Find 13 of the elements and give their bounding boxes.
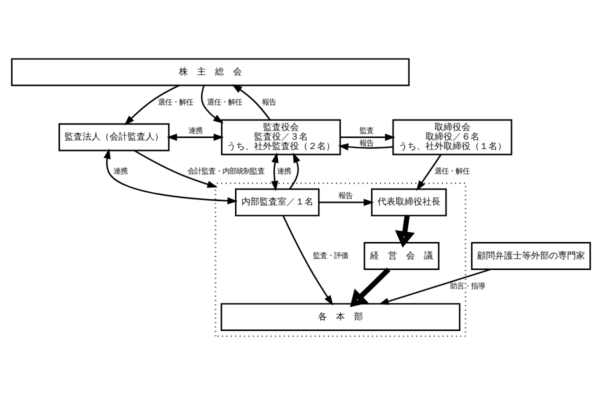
- edge-label: 報告: [262, 98, 276, 107]
- edge-label: 報告: [360, 138, 374, 148]
- edge-label: 会計監査・内部統制監査: [187, 166, 264, 176]
- edge-label: 監査: [360, 126, 374, 135]
- edge-label: 報告: [338, 190, 352, 200]
- edge-label: 助言・指導: [450, 281, 485, 290]
- edge-label: 選任・解任: [158, 98, 193, 107]
- edge-label: 選任・解任: [434, 166, 470, 176]
- edge-label: 連携: [188, 126, 202, 135]
- edge-label: 連携: [114, 166, 128, 176]
- edge-label: 監査・評価: [313, 250, 348, 260]
- edge-label: 連携: [276, 166, 291, 176]
- edge-label: 選任・解任: [207, 98, 242, 107]
